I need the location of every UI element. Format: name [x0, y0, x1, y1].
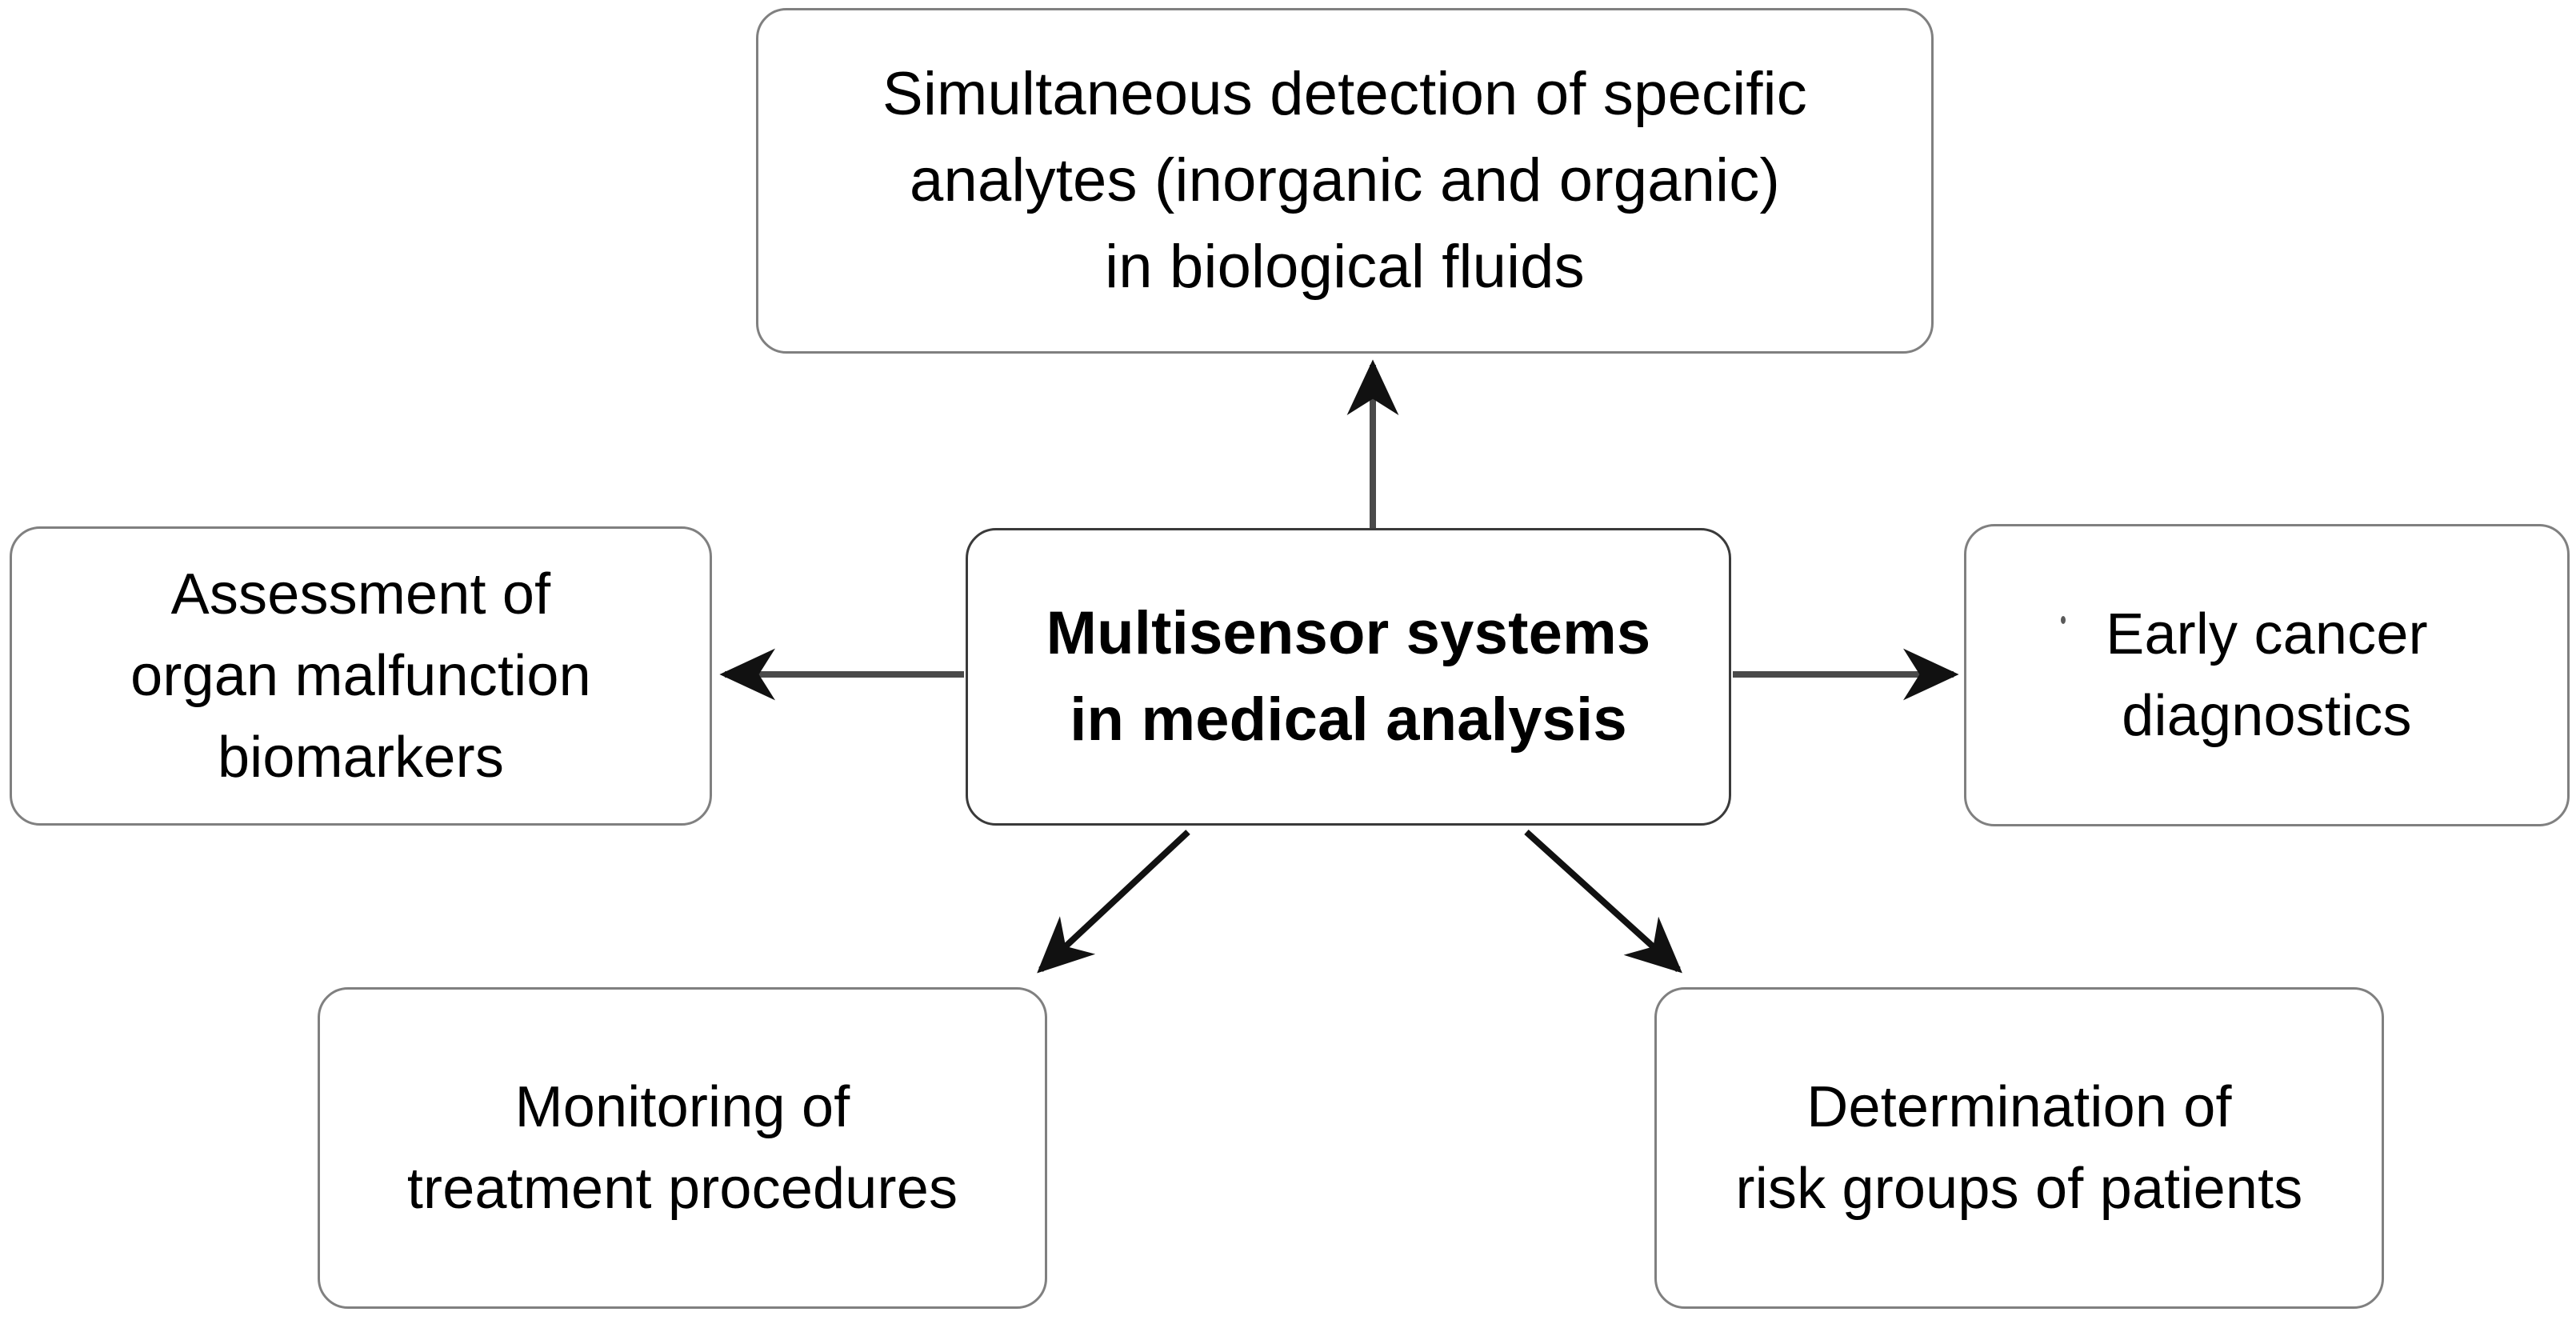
node-center-label: Multisensor systems in medical analysis — [1046, 599, 1651, 754]
node-simultaneous-detection[interactable]: Simultaneous detection of specific analy… — [756, 8, 1934, 354]
node-multisensor-systems-in-medical-analysis[interactable]: Multisensor systems in medical analysis — [966, 528, 1731, 826]
node-right-label: Early cancer diagnostics — [2106, 602, 2428, 748]
node-bottom-left-label: Monitoring of treatment procedures — [406, 1074, 958, 1221]
node-assessment-of-organ-malfunction-biomarkers[interactable]: Assessment of organ malfunction biomarke… — [10, 526, 712, 826]
node-bottom-right-label: Determination of risk groups of patients — [1735, 1074, 2303, 1221]
node-monitoring-of-treatment-procedures[interactable]: Monitoring of treatment procedures — [318, 987, 1047, 1309]
node-determination-of-risk-groups-of-patients[interactable]: Determination of risk groups of patients — [1654, 987, 2384, 1309]
node-early-cancer-diagnostics[interactable]: Early cancer diagnostics — [1964, 524, 2570, 826]
edge-center-to-bottom-left — [1037, 830, 1190, 974]
edge-center-to-bottom-right — [1524, 830, 1682, 974]
print-speck-artifact — [2061, 616, 2066, 624]
node-left-label: Assessment of organ malfunction biomarke… — [130, 562, 591, 790]
node-top-label: Simultaneous detection of specific analy… — [882, 60, 1807, 301]
